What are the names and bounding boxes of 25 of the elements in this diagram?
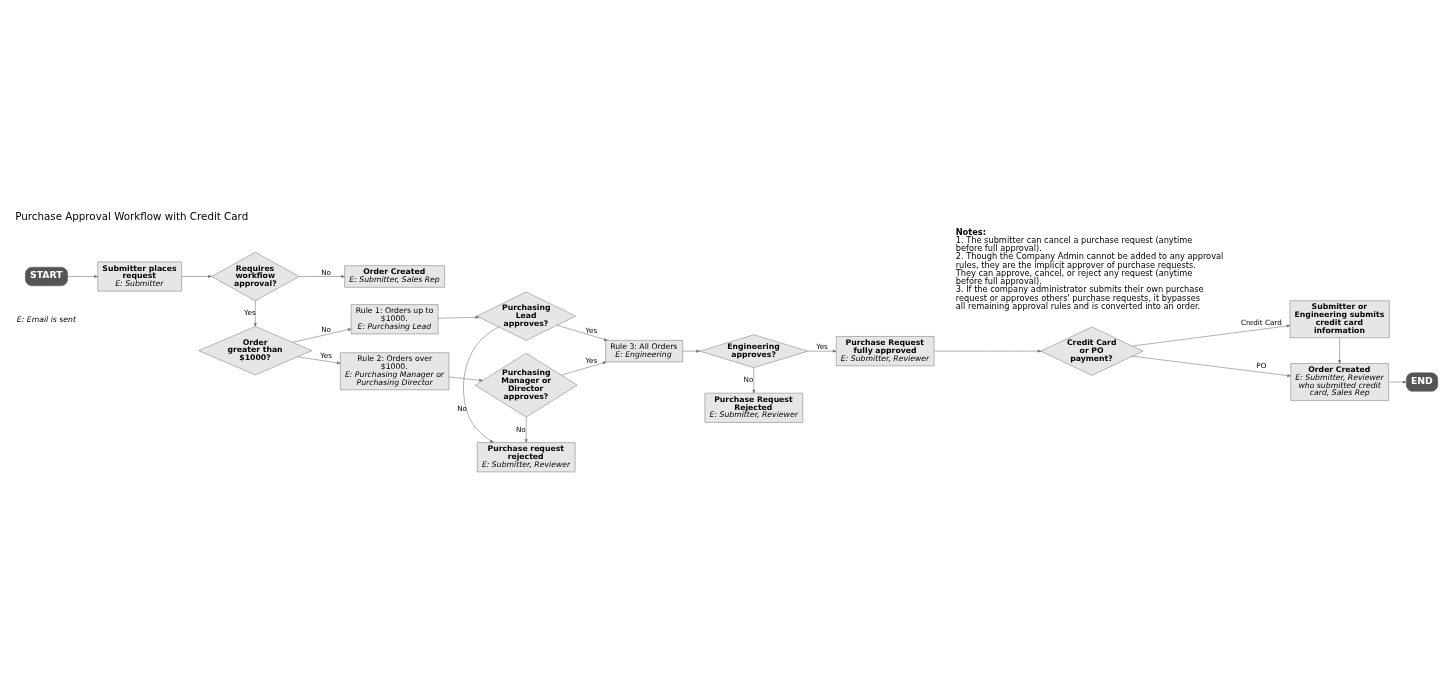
arrow <box>1388 380 1407 383</box>
arrow <box>1132 355 1291 377</box>
arrow <box>807 349 837 352</box>
arrow <box>67 274 98 278</box>
arrow <box>297 356 341 364</box>
arrow <box>438 315 480 319</box>
diagram-title: Purchase Approval Workflow with Credit Card <box>15 209 249 222</box>
arrow <box>1131 324 1291 346</box>
arrow <box>181 274 212 278</box>
node-box: END <box>1406 372 1439 392</box>
arrow <box>463 326 500 443</box>
arrow <box>752 367 756 393</box>
arrow <box>1338 337 1341 364</box>
arrow <box>253 300 257 327</box>
arrow <box>561 361 607 375</box>
arrow <box>298 274 345 278</box>
arrow <box>524 416 528 443</box>
arrow <box>933 349 1042 352</box>
arrow <box>556 324 608 341</box>
label: 1. The submitter can cancel a purchase request (anytime before full approval). <box>955 234 1193 253</box>
arrow <box>448 376 483 382</box>
arrow <box>682 349 700 352</box>
node-box: START <box>25 266 68 286</box>
label: Notes: <box>955 226 986 237</box>
arrow <box>292 327 352 343</box>
